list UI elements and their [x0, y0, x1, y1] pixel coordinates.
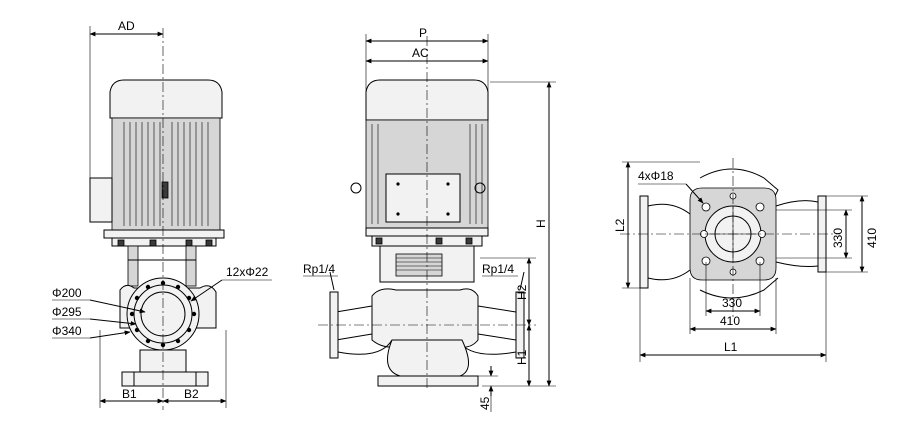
right-top-view: 4xΦ18 L2 330 410 330 410 L1 — [613, 158, 879, 362]
dim-d340: Φ340 — [52, 324, 82, 338]
dim-holes-right: 4xΦ18 — [638, 169, 674, 183]
dim-holes-left: 12xΦ22 — [226, 265, 269, 279]
dim-w410: 410 — [720, 314, 740, 328]
dim-h1: H1 — [515, 349, 529, 365]
dim-b2: B2 — [184, 387, 199, 401]
dim-d200: Φ200 — [52, 286, 82, 300]
dim-d295: Φ295 — [52, 305, 82, 319]
label-rp-right: Rp1/4 — [482, 262, 514, 276]
left-side-view: AD 12xΦ22 Φ200 Φ295 Φ340 B1 B2 — [52, 19, 272, 410]
dim-w330: 330 — [722, 296, 742, 310]
dim-l1: L1 — [724, 340, 738, 354]
middle-front-view: P AC H H2 H1 45 Rp1/4 Rp1/4 — [303, 26, 556, 412]
dim-h: H — [534, 219, 548, 228]
dim-h2: H2 — [515, 284, 529, 300]
dim-h410: 410 — [865, 228, 879, 248]
dim-h330: 330 — [831, 228, 845, 248]
label-rp-left: Rp1/4 — [303, 262, 335, 276]
dim-p: P — [419, 26, 427, 40]
dim-ac: AC — [412, 46, 429, 60]
dim-b1: B1 — [122, 387, 137, 401]
dim-ad: AD — [118, 19, 135, 33]
dim-l2: L2 — [613, 218, 627, 232]
dim-45: 45 — [478, 396, 492, 410]
